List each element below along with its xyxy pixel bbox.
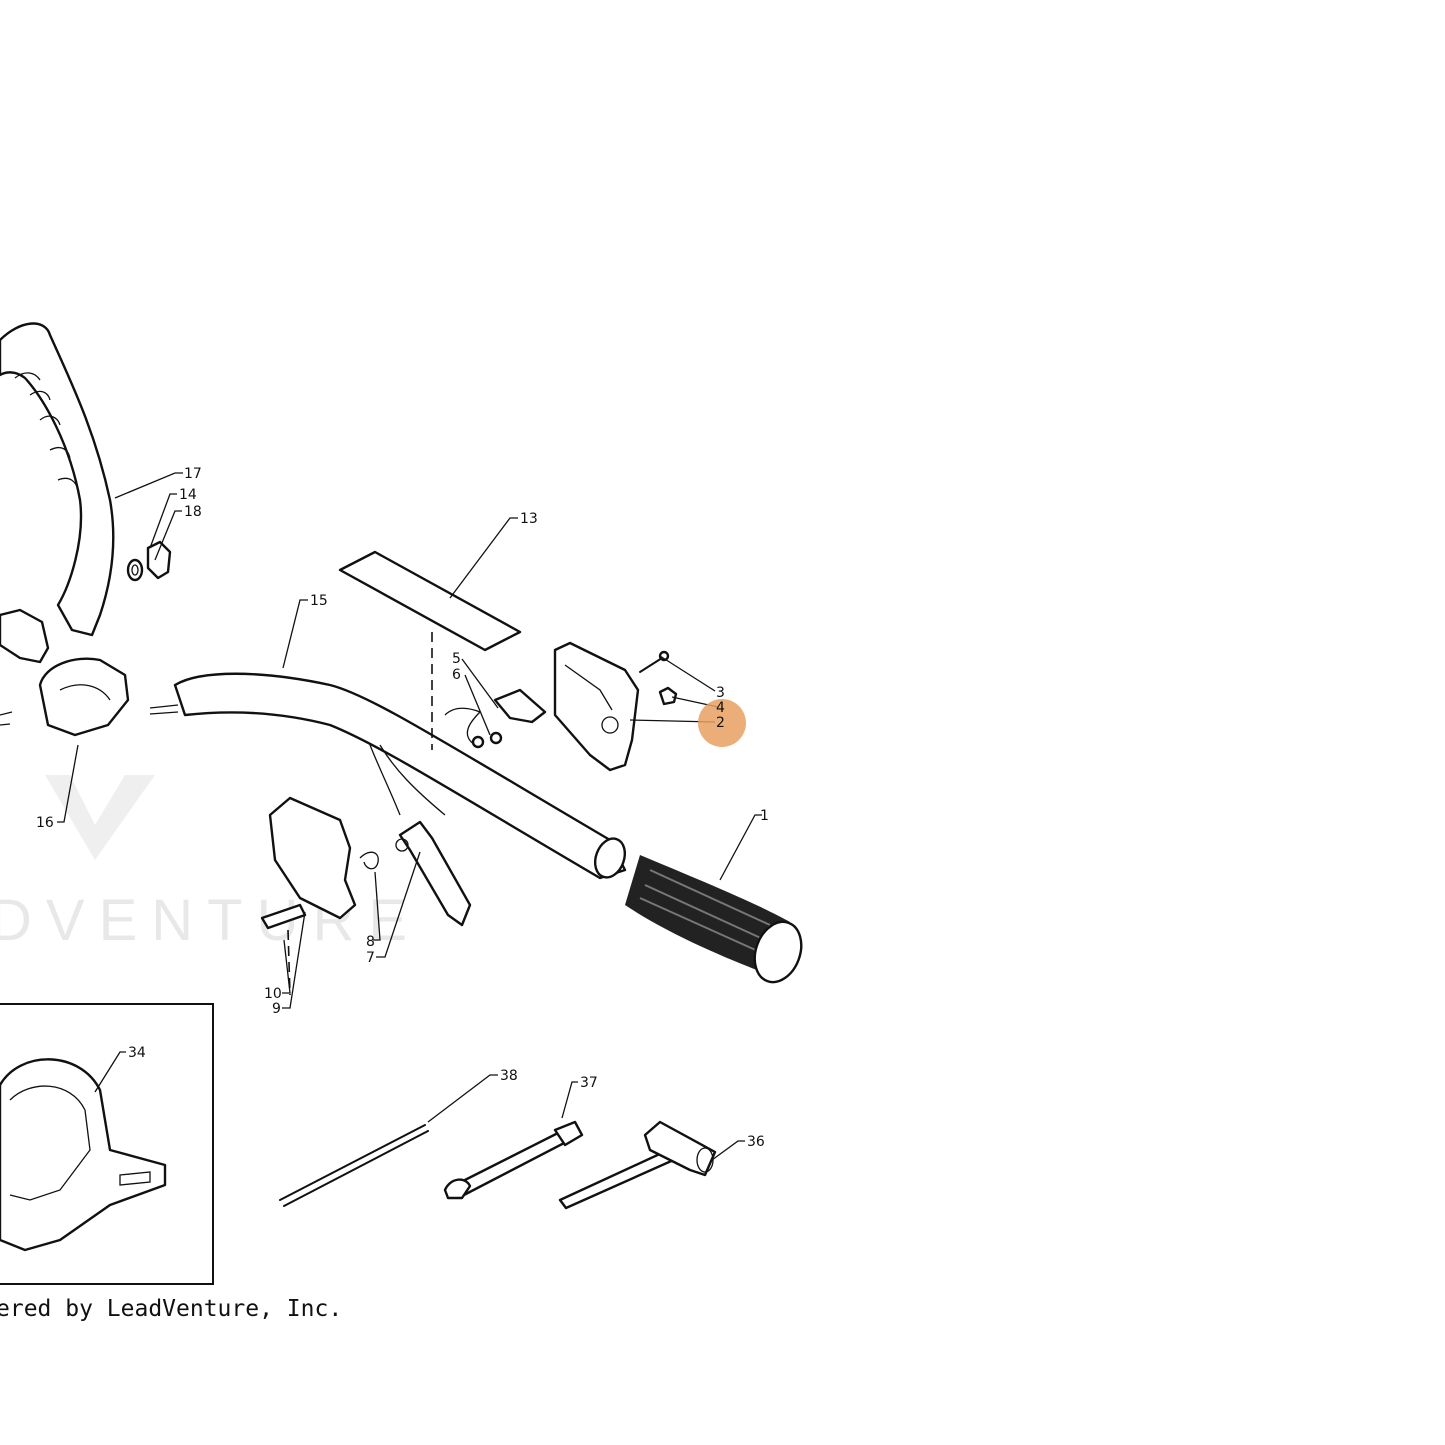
screw-and-nut [639,650,678,706]
callout-15[interactable]: 15 [310,593,328,609]
throttle-housing [553,641,640,772]
callout-5[interactable]: 5 [452,651,461,667]
main-shaft [149,672,627,880]
callout-14[interactable]: 14 [179,487,197,503]
callout-18[interactable]: 18 [184,504,202,520]
credit-text: ered by LeadVenture, Inc. [0,1296,342,1322]
callout-37[interactable]: 37 [580,1075,598,1091]
hand-grip [625,855,803,984]
cutting-guard [0,1058,167,1252]
callout-13[interactable]: 13 [520,511,538,527]
guard-inset-box [0,1003,214,1285]
callout-7[interactable]: 7 [366,950,375,966]
callout-34[interactable]: 34 [128,1045,146,1061]
callout-16[interactable]: 16 [36,815,54,831]
wrench-tool [443,1120,584,1200]
callout-38[interactable]: 38 [500,1068,518,1084]
washer-and-clamp [126,540,172,582]
callout-2[interactable]: 2 [716,715,725,731]
leader-lines [57,472,762,1161]
callout-8[interactable]: 8 [366,934,375,950]
watermark-text: DVENTURE [0,888,421,953]
callout-4[interactable]: 4 [716,700,725,716]
callout-highlight [698,699,746,747]
callout-17[interactable]: 17 [184,466,202,482]
switch-assembly [444,688,547,749]
spring-and-lever [359,820,472,927]
watermark: DVENTURE [0,775,421,953]
callout-9[interactable]: 9 [272,1001,281,1017]
decal-plate [338,550,522,652]
callout-10[interactable]: 10 [264,986,282,1002]
callout-labels: 1 2 3 4 5 6 7 8 9 10 13 14 15 16 17 18 3… [36,466,769,1150]
callout-36[interactable]: 36 [747,1134,765,1150]
callout-3[interactable]: 3 [716,685,725,701]
loop-handle [0,322,115,664]
clamp-block [0,657,130,737]
callout-1[interactable]: 1 [760,808,769,824]
callout-6[interactable]: 6 [452,667,461,683]
rod-tool [279,1124,429,1207]
spark-plug-wrench [558,1120,717,1210]
